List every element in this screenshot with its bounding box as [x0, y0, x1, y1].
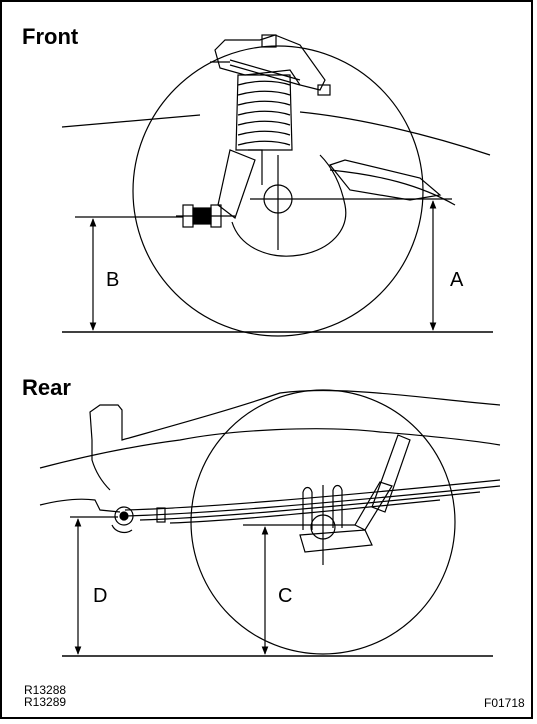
front-lower-bushing: [176, 204, 235, 228]
rear-body-outline: [89, 389, 501, 441]
front-strut-inner: [248, 149, 263, 185]
rear-axle-ubolts: [299, 484, 373, 553]
label-a: A: [450, 269, 464, 291]
ref-code-1: R13288: [24, 683, 67, 697]
front-coil-spring: [235, 74, 293, 151]
label-b: B: [106, 269, 120, 291]
ref-code-2: R13289: [24, 695, 67, 709]
front-body-line-right: [299, 111, 491, 156]
front-title: Front: [22, 24, 79, 49]
label-c: C: [278, 585, 293, 607]
front-top-mount: [210, 34, 331, 96]
rear-spring-eye: [114, 506, 134, 526]
front-tire: [132, 45, 424, 337]
front-view: [61, 34, 493, 337]
front-lower-arm: [328, 159, 442, 201]
rear-title: Rear: [22, 375, 71, 400]
rear-bumper-lower: [91, 440, 111, 491]
label-d: D: [93, 585, 108, 607]
front-strut-body: [217, 149, 256, 219]
figure-code: F01718: [484, 696, 525, 710]
rear-shock-absorber: [354, 434, 411, 531]
rear-view: [39, 389, 501, 657]
front-body-line-upper: [61, 114, 201, 128]
rear-body-lower: [39, 428, 501, 469]
rear-shackle-bracket: [156, 507, 166, 523]
front-hub-outline: [231, 154, 347, 257]
rear-body-front: [39, 498, 121, 513]
